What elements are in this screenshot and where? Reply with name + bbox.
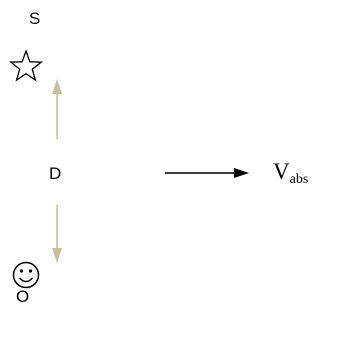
- velocity-arrow: [165, 168, 249, 178]
- velocity-label: Vabs: [273, 159, 308, 187]
- velocity-label-subscript: abs: [289, 172, 309, 187]
- smiley-face-icon: [12, 261, 40, 289]
- star-outline-icon: [9, 49, 43, 82]
- velocity-label-main: V: [273, 159, 290, 184]
- source-label: S: [29, 9, 41, 28]
- distance-arrow-up: [52, 79, 62, 139]
- observer-label: O: [16, 287, 30, 306]
- distance-arrow-down: [52, 205, 62, 263]
- distance-label: D: [49, 164, 62, 183]
